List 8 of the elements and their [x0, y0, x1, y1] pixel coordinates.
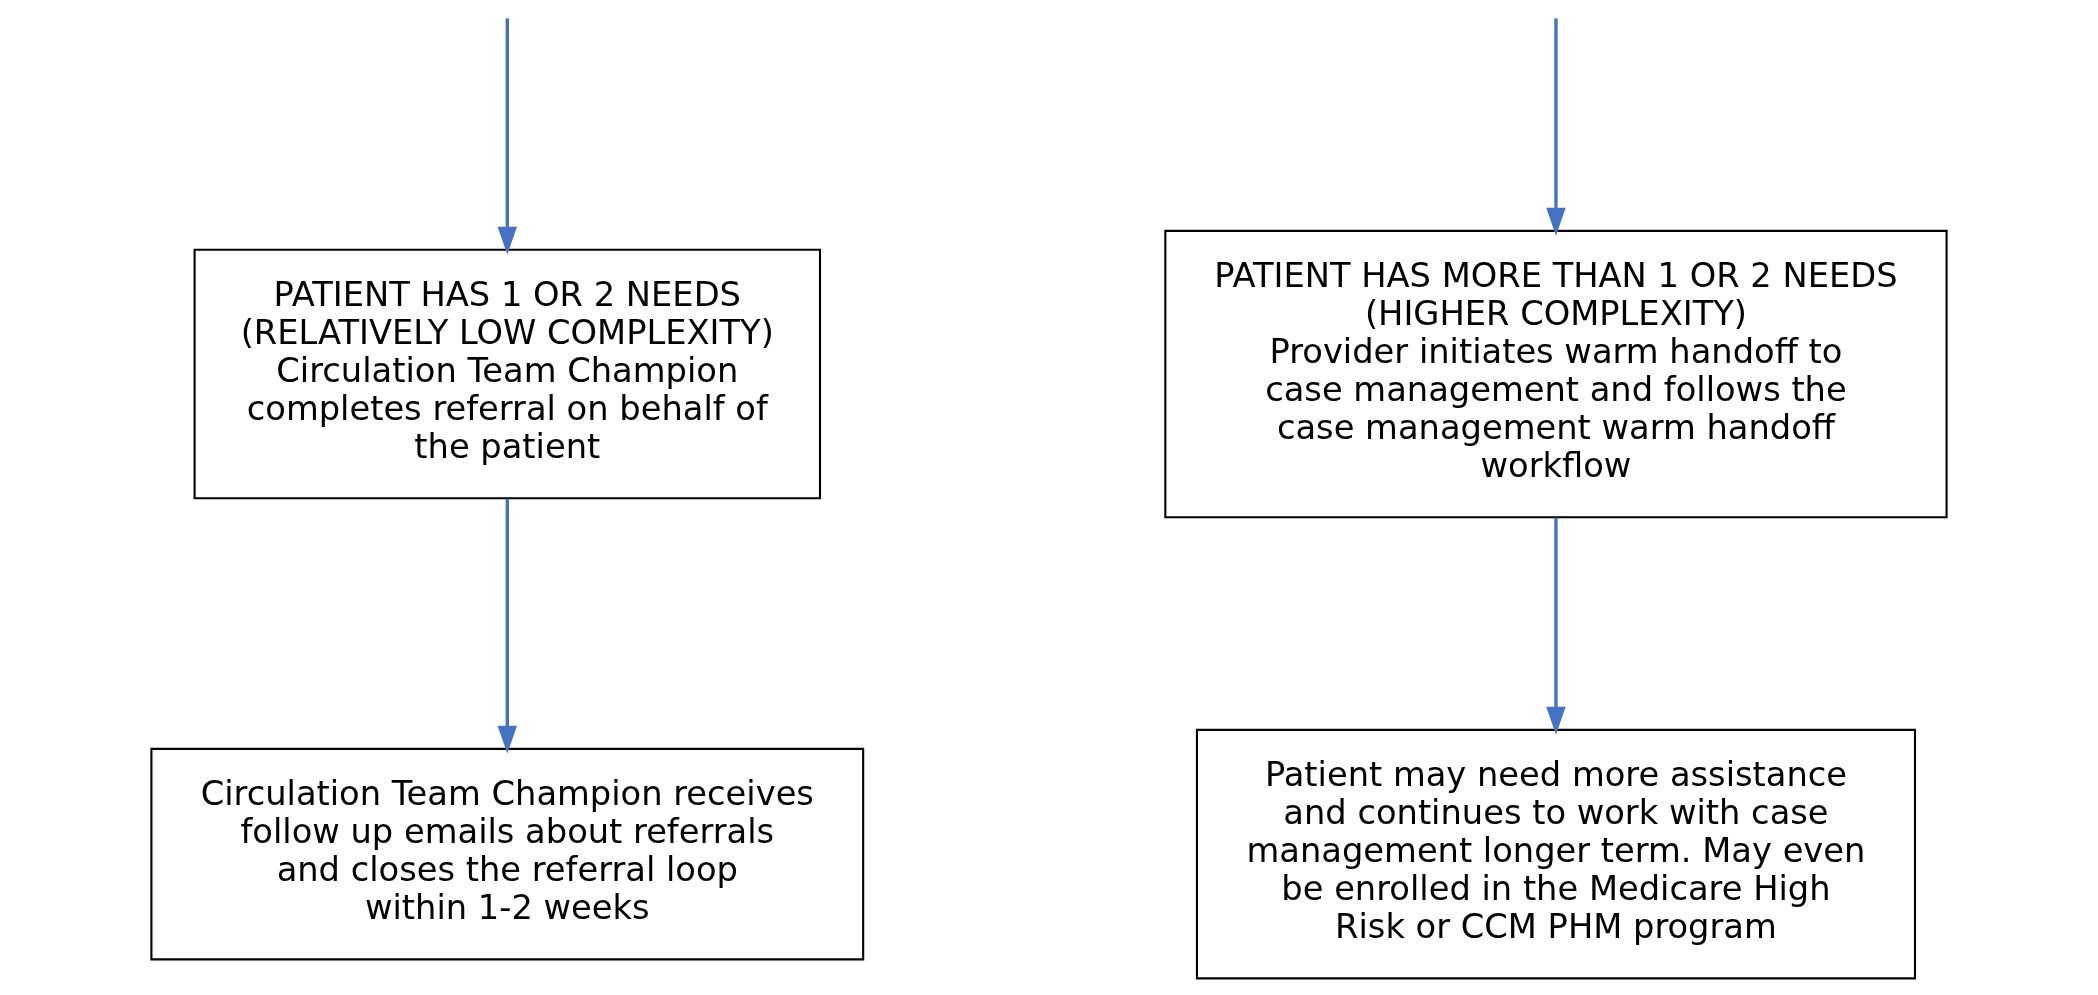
node-box: PATIENT HAS 1 OR 2 NEEDS (RELATIVELY LOW COMPLEXITY) Circulation Team Champion completes referral on behalf of the patient [193, 248, 822, 500]
arrow [1546, 18, 1566, 236]
node-box: PATIENT HAS MORE THAN 1 OR 2 NEEDS (HIGHER COMPLEXITY) Provider initiates warm handoff to case management and follows the case management warm handoff workflow [1164, 229, 1948, 519]
node-box: Circulation Team Champion receives follow up emails about referrals and closes the referral loop within 1-2 weeks [150, 747, 865, 961]
node-box: Patient may need more assistance and continues to work with case management longer term. May even be enrolled in the Medicare High Risk or CCM PHM program [1195, 728, 1917, 980]
arrow [1546, 517, 1566, 735]
arrow [497, 18, 518, 255]
arrow [497, 498, 518, 754]
